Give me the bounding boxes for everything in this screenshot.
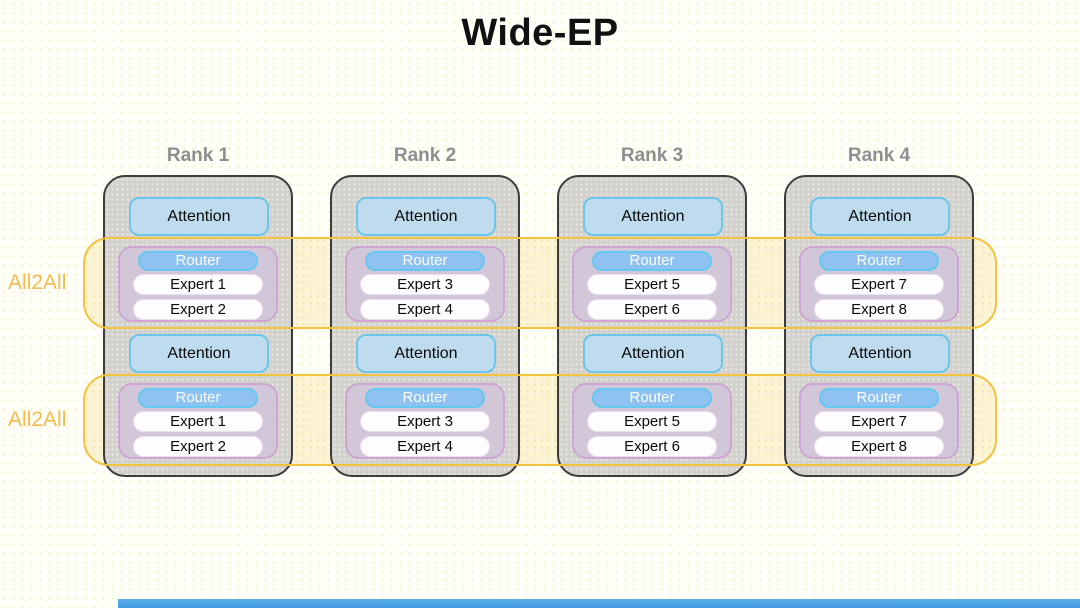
expert-block: Expert 3 <box>360 411 490 432</box>
expert-block: Expert 7 <box>814 274 944 295</box>
router-block: Router <box>592 388 712 408</box>
expert-group: Router Expert 1 Expert 2 <box>118 383 278 459</box>
expert-block: Expert 6 <box>587 436 717 457</box>
expert-block: Expert 1 <box>133 274 263 295</box>
expert-block: Expert 5 <box>587 274 717 295</box>
expert-block: Expert 6 <box>587 299 717 320</box>
rank-column: Attention Router Expert 5 Expert 6 Atten… <box>557 175 747 477</box>
rank-column: Attention Router Expert 1 Expert 2 Atten… <box>103 175 293 477</box>
rank-column: Attention Router Expert 7 Expert 8 Atten… <box>784 175 974 477</box>
expert-group: Router Expert 7 Expert 8 <box>799 383 959 459</box>
rank-label: Rank 3 <box>620 145 684 166</box>
expert-block: Expert 3 <box>360 274 490 295</box>
attention-block: Attention <box>129 334 269 373</box>
router-block: Router <box>365 388 485 408</box>
attention-block: Attention <box>129 197 269 236</box>
rank-2: Rank 2 Attention Router Expert 3 Expert … <box>330 145 520 477</box>
rank-1: Rank 1 Attention Router Expert 1 Expert … <box>103 145 293 477</box>
router-block: Router <box>365 251 485 271</box>
router-block: Router <box>819 388 939 408</box>
attention-block: Attention <box>356 197 496 236</box>
all2all-label-1: All2All <box>8 271 67 294</box>
expert-group: Router Expert 5 Expert 6 <box>572 383 732 459</box>
page-title: Wide-EP <box>461 12 619 54</box>
expert-block: Expert 4 <box>360 436 490 457</box>
attention-block: Attention <box>583 197 723 236</box>
attention-block: Attention <box>356 334 496 373</box>
expert-block: Expert 4 <box>360 299 490 320</box>
rank-column: Attention Router Expert 3 Expert 4 Atten… <box>330 175 520 477</box>
rank-label: Rank 4 <box>847 145 911 166</box>
expert-group: Router Expert 7 Expert 8 <box>799 246 959 322</box>
expert-block: Expert 8 <box>814 436 944 457</box>
router-block: Router <box>819 251 939 271</box>
rank-label: Rank 1 <box>166 145 230 166</box>
rank-3: Rank 3 Attention Router Expert 5 Expert … <box>557 145 747 477</box>
expert-block: Expert 5 <box>587 411 717 432</box>
bottom-scrollbar[interactable] <box>118 599 1080 608</box>
router-block: Router <box>592 251 712 271</box>
attention-block: Attention <box>583 334 723 373</box>
expert-block: Expert 7 <box>814 411 944 432</box>
router-block: Router <box>138 388 258 408</box>
expert-block: Expert 8 <box>814 299 944 320</box>
expert-group: Router Expert 3 Expert 4 <box>345 383 505 459</box>
router-block: Router <box>138 251 258 271</box>
expert-block: Expert 2 <box>133 436 263 457</box>
attention-block: Attention <box>810 334 950 373</box>
attention-block: Attention <box>810 197 950 236</box>
all2all-label-2: All2All <box>8 408 67 431</box>
expert-group: Router Expert 5 Expert 6 <box>572 246 732 322</box>
rank-label: Rank 2 <box>393 145 457 166</box>
rank-4: Rank 4 Attention Router Expert 7 Expert … <box>784 145 974 477</box>
expert-block: Expert 2 <box>133 299 263 320</box>
expert-group: Router Expert 3 Expert 4 <box>345 246 505 322</box>
expert-block: Expert 1 <box>133 411 263 432</box>
expert-group: Router Expert 1 Expert 2 <box>118 246 278 322</box>
